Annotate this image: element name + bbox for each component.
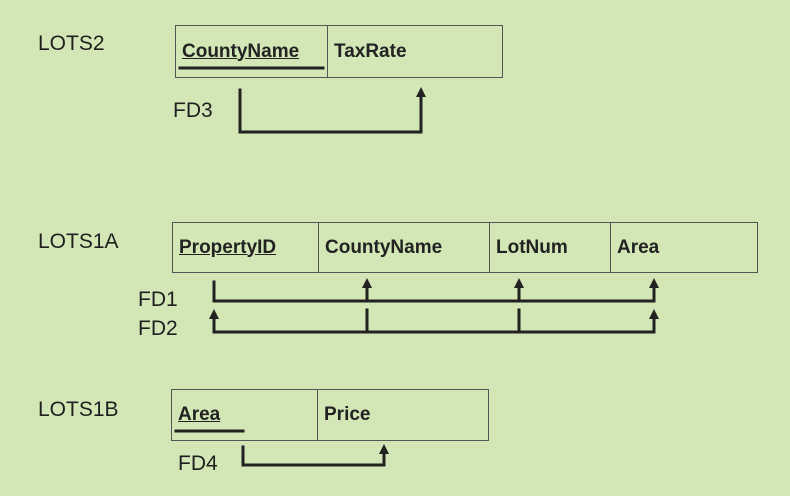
- arrowhead-fd1-countyname: [362, 278, 372, 288]
- fd-label-fd2: FD2: [138, 317, 178, 340]
- arrowhead-fd1-lotnum: [514, 278, 524, 288]
- attribute-countyname: CountyName: [319, 223, 490, 272]
- fd4-line: [241, 445, 386, 467]
- fd1-line: [212, 280, 656, 303]
- arrowhead-fd4: [379, 444, 389, 454]
- relation-table-lots1a: PropertyID CountyName LotNum Area: [172, 222, 758, 273]
- attribute-taxrate: TaxRate: [334, 40, 407, 62]
- attribute-area: Area: [172, 390, 318, 440]
- attribute-area: Area: [617, 236, 660, 258]
- fd3-line: [238, 88, 423, 134]
- fd-label-fd4: FD4: [178, 452, 218, 475]
- attribute-price: Price: [324, 404, 371, 425]
- arrowhead-fd2-area: [649, 309, 659, 319]
- arrowhead-fd3: [416, 87, 426, 97]
- fd-label-fd3: FD3: [173, 99, 213, 122]
- arrowhead-fd2-propertyid: [209, 309, 219, 319]
- fd2-line: [212, 316, 656, 334]
- attribute-propertyid: PropertyID: [173, 223, 319, 272]
- fd-label-fd1: FD1: [138, 288, 178, 311]
- relation-name-lots1a: LOTS1A: [38, 230, 119, 253]
- relation-name-lots2: LOTS2: [38, 32, 105, 55]
- attribute-countyname: CountyName: [176, 26, 328, 77]
- attribute-lotnum: LotNum: [490, 223, 611, 272]
- relation-name-lots1b: LOTS1B: [38, 398, 119, 421]
- arrowhead-fd1-area: [649, 278, 659, 288]
